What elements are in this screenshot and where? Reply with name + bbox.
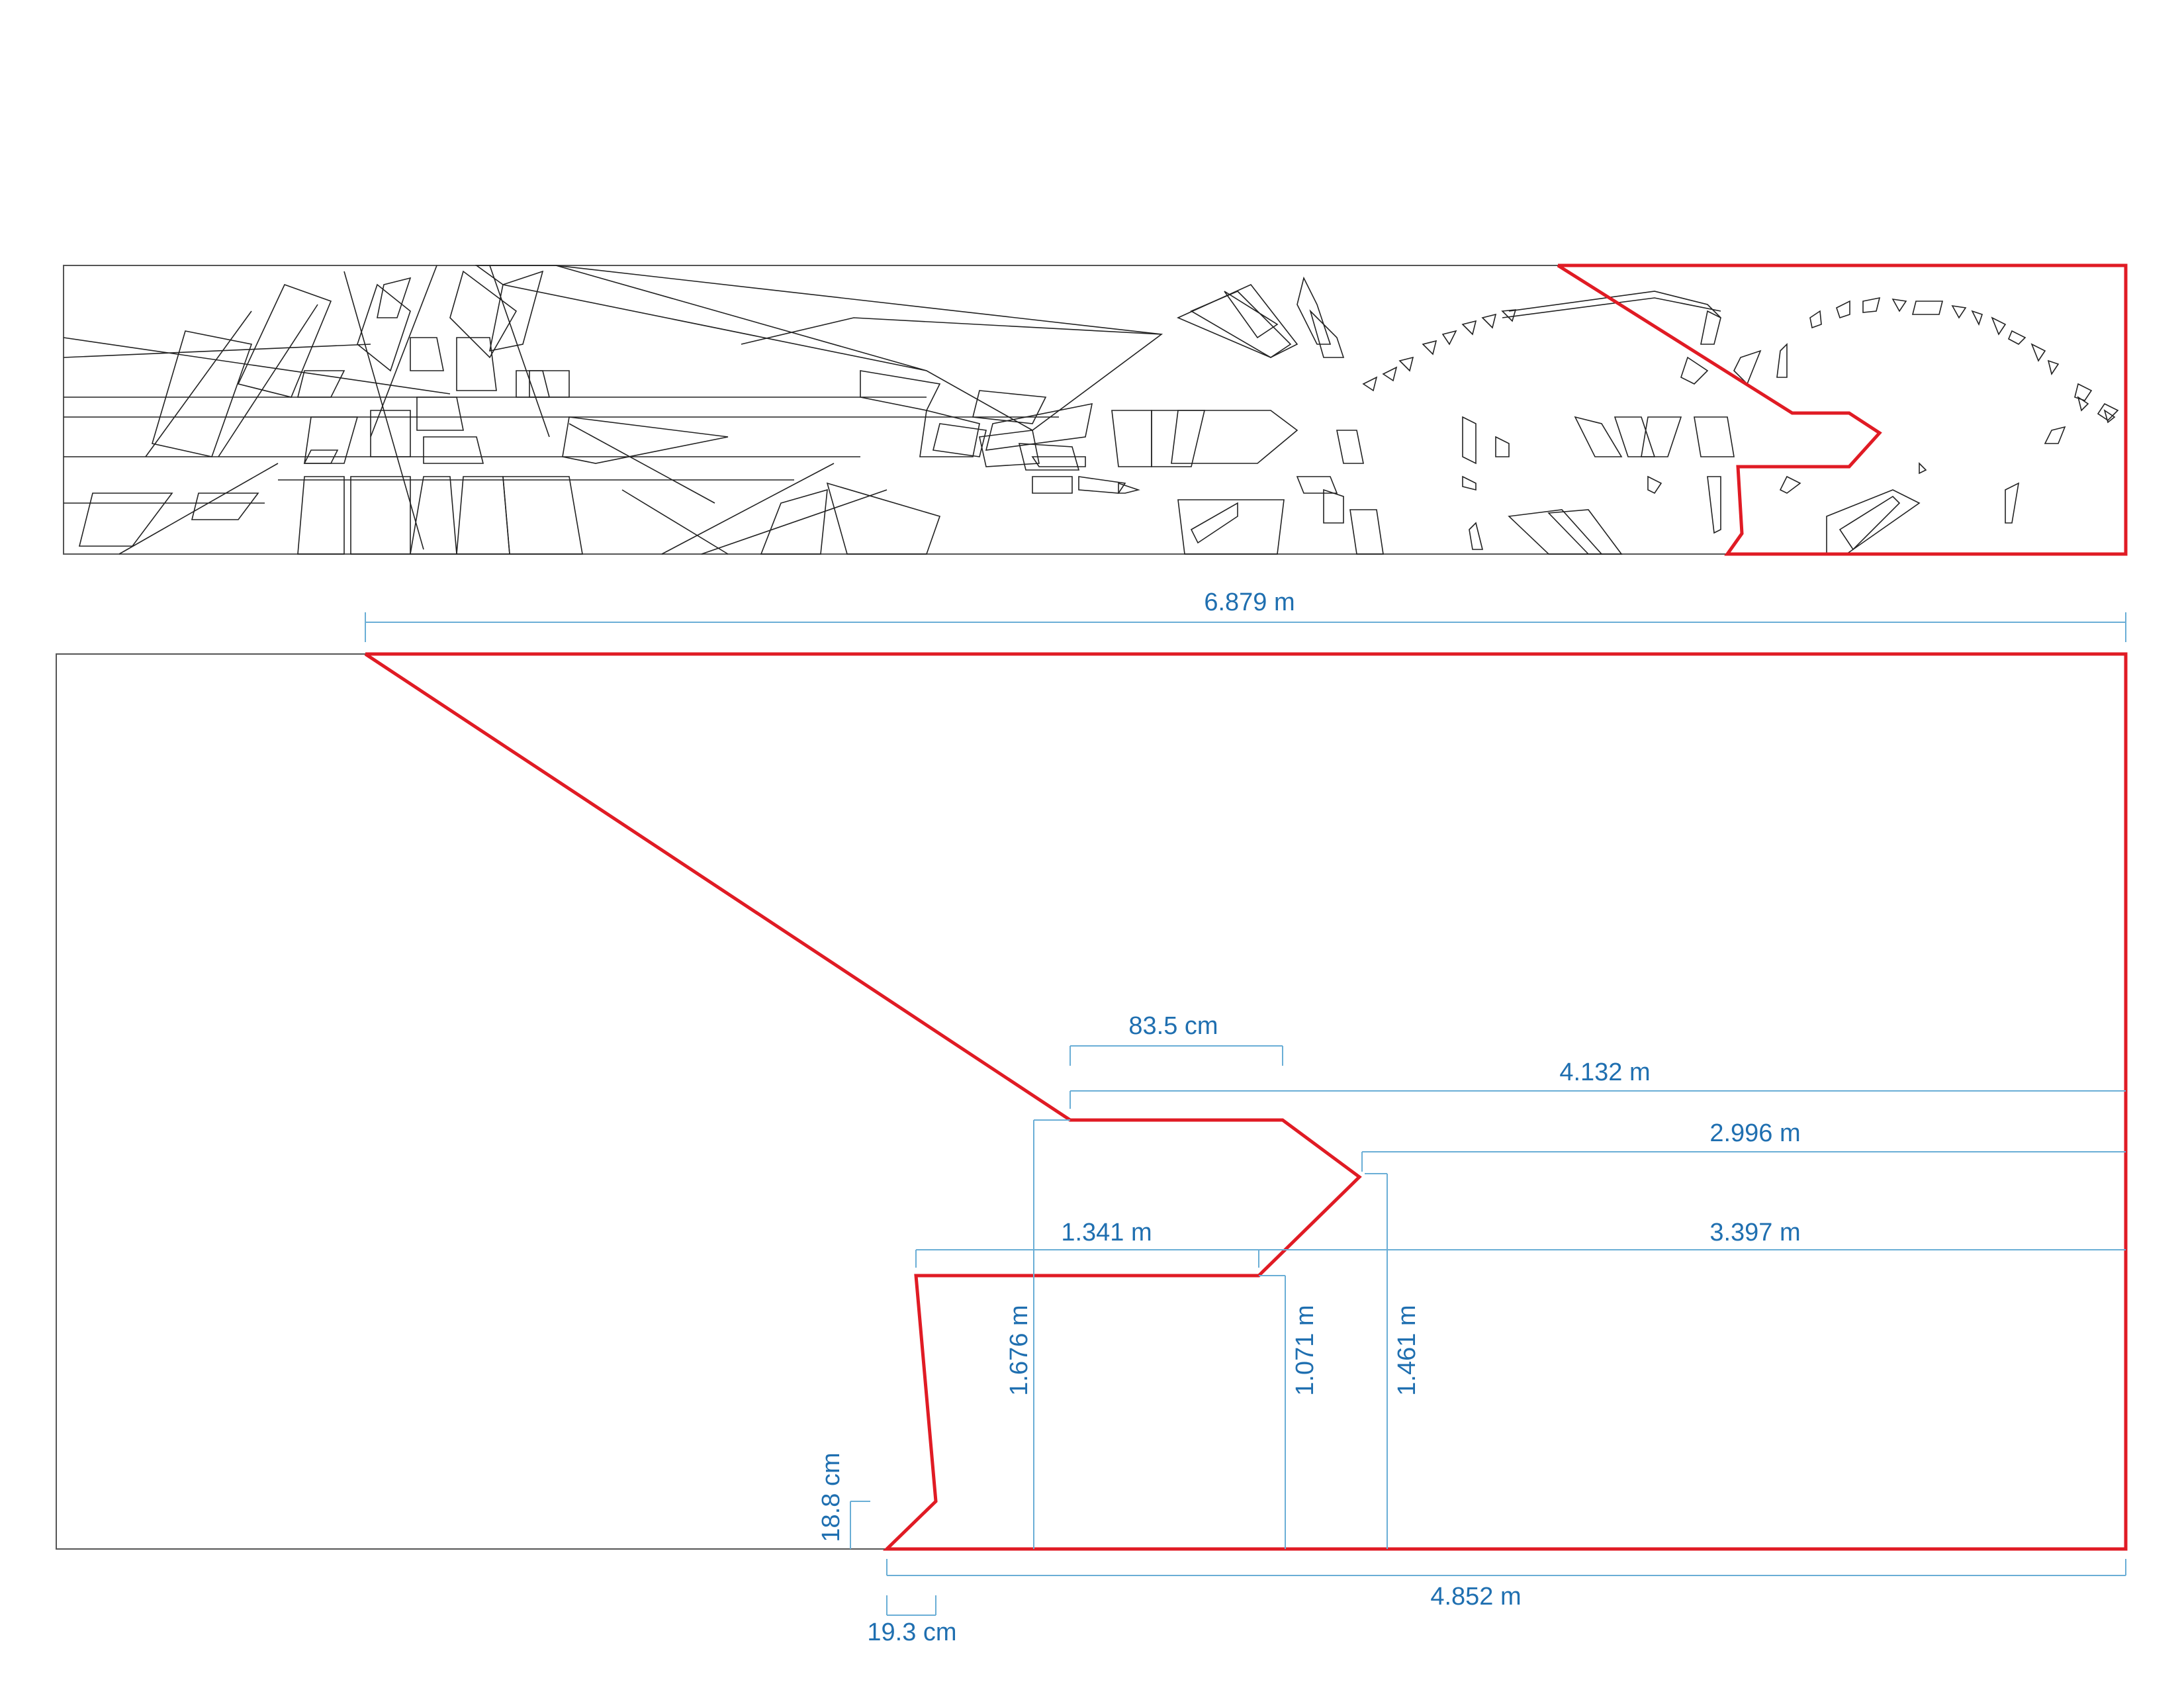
cut-outline (364, 652, 2128, 1551)
dim-point-offset: 2.996 m (1709, 1119, 1800, 1147)
pattern-panel (63, 263, 2128, 556)
dim-point-height: 1.461 m (1393, 1305, 1421, 1395)
dimension-panel: 6.879 m 83.5 cm 4.132 m 2.996 m 1.341 m … (56, 588, 2128, 1646)
dim-corner-width: 19.3 cm (867, 1618, 956, 1646)
dimension-panel-frame (56, 653, 2126, 1550)
dim-upper-step-height: 1.676 m (1005, 1305, 1033, 1395)
pattern-cut-outline (1557, 263, 2128, 556)
pattern-panel-frame (63, 265, 2126, 555)
dim-lower-step-height: 1.071 m (1291, 1305, 1319, 1395)
dim-base-width: 4.852 m (1430, 1583, 1521, 1611)
arc-fragments (1362, 297, 2116, 424)
dim-overall-top-width: 6.879 m (1204, 588, 1295, 616)
dim-upper-step-width: 4.132 m (1559, 1058, 1650, 1086)
pattern-fragments (63, 265, 2119, 555)
dim-lower-step-width: 1.341 m (1061, 1219, 1152, 1246)
dimension-lines (365, 612, 2126, 1616)
dim-lower-right-width: 3.397 m (1709, 1219, 1800, 1246)
dim-notch-top-width: 83.5 cm (1128, 1012, 1218, 1040)
dim-corner-height: 18.8 cm (817, 1452, 845, 1542)
